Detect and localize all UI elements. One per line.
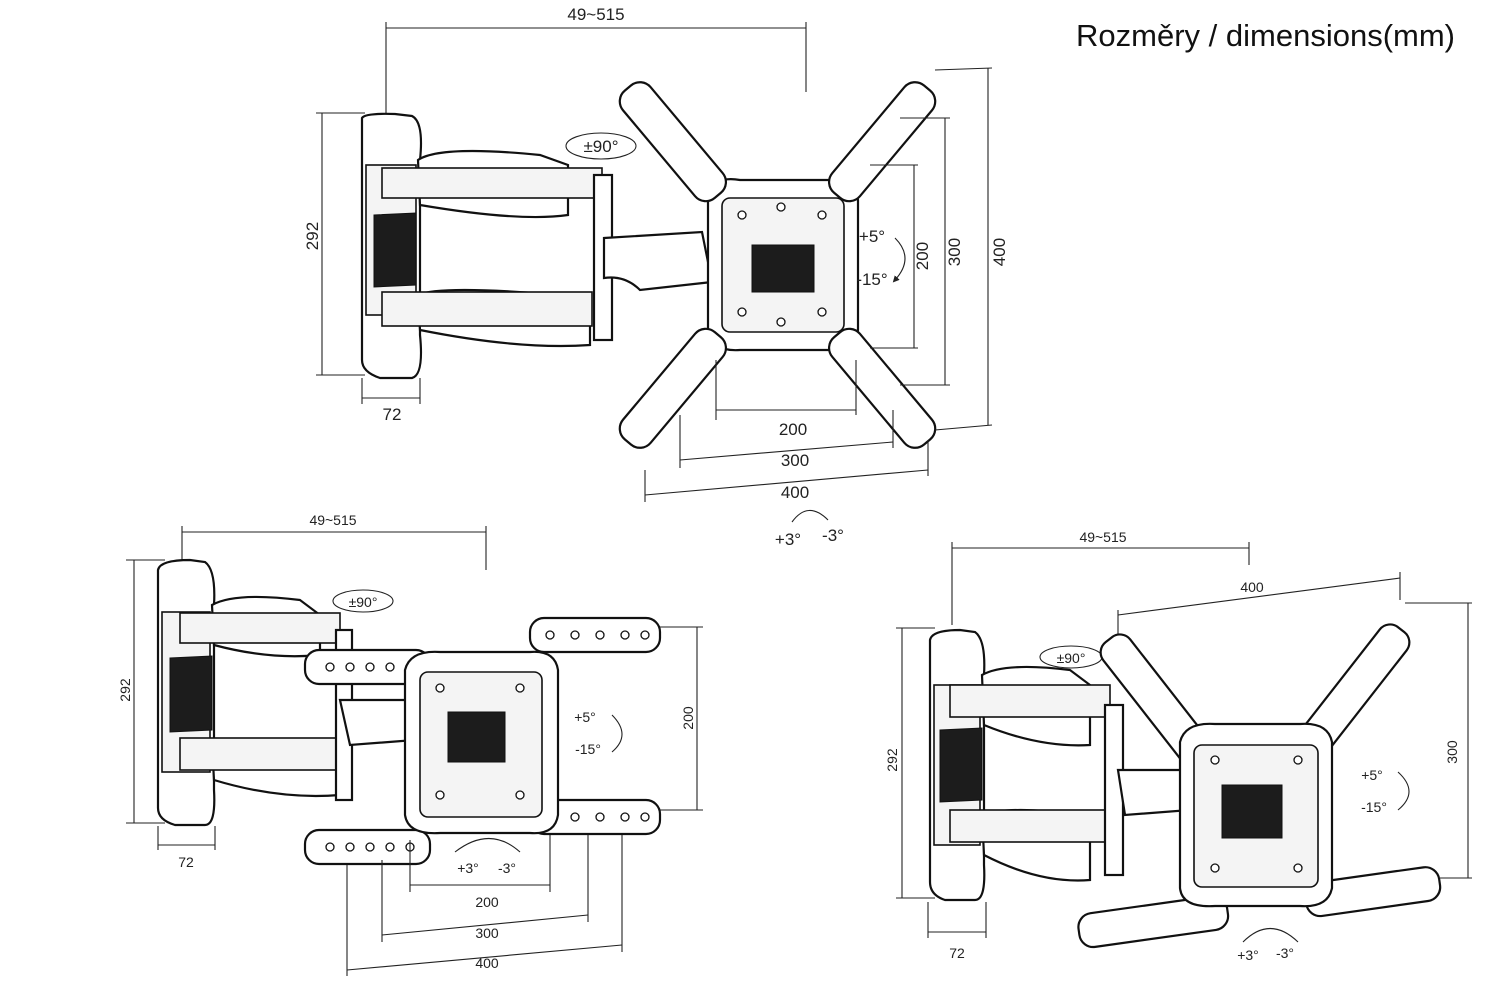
bl-tilt-up: +5° xyxy=(574,709,596,725)
top-tilt-down: -15° xyxy=(856,270,887,289)
top-level-plus: +3° xyxy=(775,530,801,549)
bl-height-label: 292 xyxy=(117,678,133,702)
br-tilt-up: +5° xyxy=(1361,767,1383,783)
br-reach-label: 49~515 xyxy=(1079,529,1126,545)
br-level-plus: +3° xyxy=(1237,947,1259,963)
bl-reach-label: 49~515 xyxy=(309,512,356,528)
bottom-right-view: 49~515 400 292 72 ±90° xyxy=(884,529,1472,963)
bottom-left-view: 49~515 292 72 ±90° xyxy=(117,512,703,976)
bl-vesa-h-200: 200 xyxy=(475,894,499,910)
diagram-title: Rozměry / dimensions(mm) xyxy=(1076,18,1455,53)
bl-depth-label: 72 xyxy=(178,854,194,870)
br-level-minus: -3° xyxy=(1276,945,1294,961)
br-height-label: 292 xyxy=(884,748,900,772)
bl-swivel-label: ±90° xyxy=(349,594,378,610)
bl-vesa-v-200: 200 xyxy=(680,706,696,730)
top-swivel-label: ±90° xyxy=(583,137,618,156)
br-tilt-down: -15° xyxy=(1361,799,1387,815)
top-tilt-up: +5° xyxy=(859,227,885,246)
bl-vesa-h-300: 300 xyxy=(475,925,499,941)
bl-level-plus: +3° xyxy=(457,860,479,876)
top-vesa-h-200: 200 xyxy=(779,420,807,439)
top-vesa-v-200: 200 xyxy=(913,242,932,270)
bl-level-minus: -3° xyxy=(498,860,516,876)
top-level-minus: -3° xyxy=(822,526,844,545)
top-vesa-h-400: 400 xyxy=(781,483,809,502)
br-depth-label: 72 xyxy=(949,945,965,961)
top-vesa-v-300: 300 xyxy=(945,238,964,266)
top-height-label: 292 xyxy=(303,222,322,250)
top-vesa-h-300: 300 xyxy=(781,451,809,470)
br-swivel-label: ±90° xyxy=(1057,650,1086,666)
top-vesa-v-400: 400 xyxy=(990,238,1009,266)
bl-vesa-h-400: 400 xyxy=(475,955,499,971)
br-vesa-v-300: 300 xyxy=(1444,740,1460,764)
bl-tilt-down: -15° xyxy=(575,741,601,757)
top-reach-label: 49~515 xyxy=(567,5,624,24)
top-view: 49~515 292 72 ±90° xyxy=(303,5,1009,549)
top-depth-label: 72 xyxy=(383,405,402,424)
br-vesa-h-400: 400 xyxy=(1240,579,1264,595)
